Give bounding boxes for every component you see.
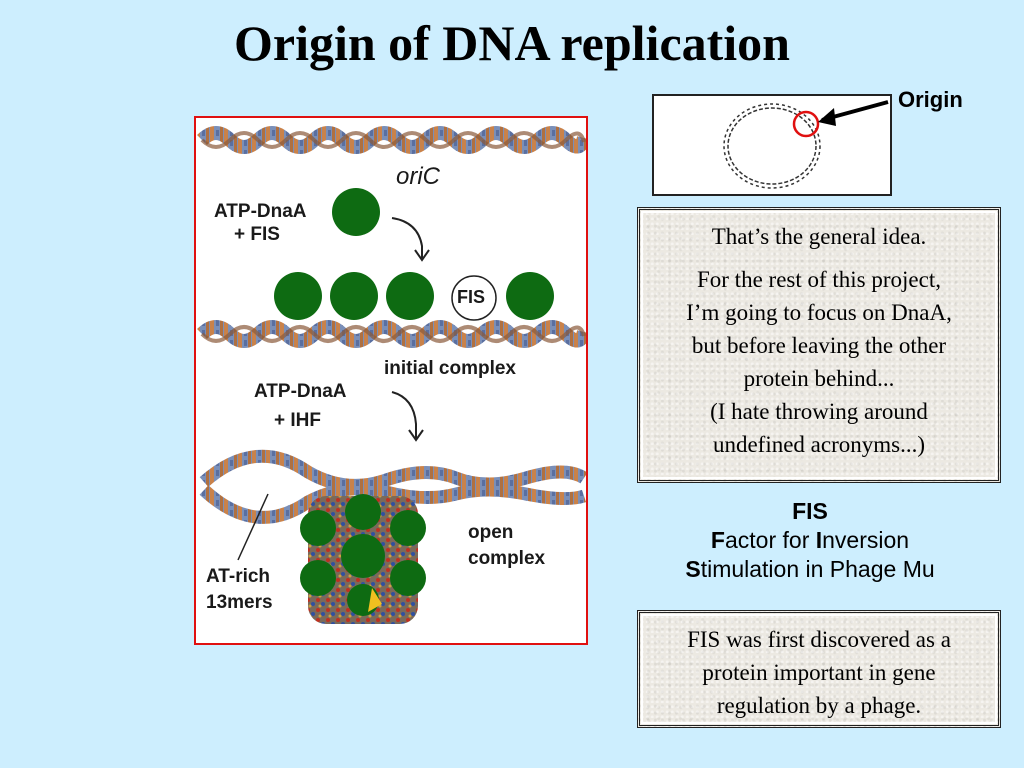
- arrow-down-icon: [391, 391, 417, 438]
- box1-line: I’m going to focus on DnaA,: [686, 300, 952, 325]
- box1-line: but before leaving the other: [691, 333, 947, 358]
- fis-line-2: Factor for Inversion: [640, 526, 980, 555]
- initial-f: F: [710, 527, 725, 553]
- complex-label: complex: [468, 548, 546, 569]
- box1-line: That’s the general idea.: [711, 224, 927, 249]
- dna-helix-top: [197, 126, 586, 154]
- fis-discovery-box: FIS was first discovered as a protein im…: [637, 610, 1001, 728]
- replication-figure: oriC ATP-DnaA + FIS FIS initial complex …: [194, 116, 588, 645]
- arrow-down-icon: [391, 217, 423, 258]
- initial-i: I: [815, 527, 823, 553]
- box1-line: (I hate throwing around: [710, 399, 928, 424]
- box2-line: FIS was first discovered as a: [687, 627, 951, 652]
- fis-definition: FIS Factor for Inversion Stimulation in …: [640, 497, 980, 584]
- text-timulation: timulation in Phage Mu: [700, 556, 935, 582]
- atp-dnaa-label: ATP-DnaA: [214, 201, 307, 222]
- general-idea-box: That’s the general idea. For the rest of…: [637, 207, 1001, 483]
- dnaa-protein: [332, 188, 380, 236]
- dnaa-protein: [330, 272, 378, 320]
- figure-drawing: [197, 126, 586, 624]
- plus-ihf-label: + IHF: [274, 410, 321, 431]
- oric-label: oriC: [396, 163, 441, 190]
- atp-dnaa-label-2: ATP-DnaA: [254, 381, 347, 402]
- box1-line: undefined acronyms...): [712, 432, 926, 457]
- dnaa-protein: [274, 272, 322, 320]
- initial-complex-label: initial complex: [384, 358, 516, 379]
- slide-title: Origin of DNA replication: [233, 15, 790, 71]
- circular-chromosome-inset: [652, 94, 892, 196]
- box2-line: protein important in gene: [702, 660, 936, 685]
- origin-highlight: [792, 110, 820, 138]
- text-actor-for: actor for: [724, 527, 816, 553]
- dnaa-protein: [386, 272, 434, 320]
- circular-dna-icon: [723, 100, 889, 189]
- fis-protein: [451, 275, 497, 321]
- fis-circle-label: FIS: [457, 287, 486, 307]
- box1-line: For the rest of this project,: [696, 267, 941, 292]
- dnaa-protein: [506, 272, 554, 320]
- at-rich-label: AT-rich: [206, 566, 271, 587]
- dna-helix-middle: [197, 320, 586, 348]
- origin-label: Origin: [898, 87, 963, 112]
- initial-s: S: [685, 556, 701, 582]
- text-nversion: nversion: [822, 527, 910, 553]
- 13mers-label: 13mers: [206, 592, 273, 613]
- dnaa-oligomer: [300, 494, 426, 624]
- plus-fis-label: + FIS: [234, 224, 280, 245]
- open-label: open: [468, 522, 514, 543]
- box1-line: protein behind...: [743, 366, 895, 391]
- fis-heading: FIS: [792, 498, 828, 524]
- dna-open-bubble: [199, 449, 586, 561]
- box2-line: regulation by a phage.: [716, 693, 922, 718]
- fis-line-3: Stimulation in Phage Mu: [640, 555, 980, 584]
